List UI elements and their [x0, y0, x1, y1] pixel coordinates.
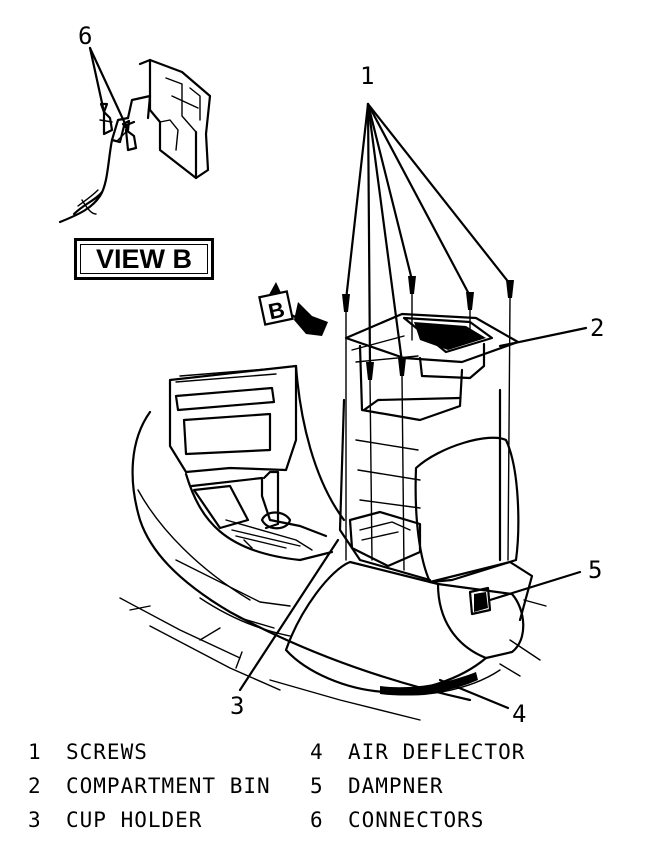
callout-6: 6 [78, 22, 92, 50]
console-body [119, 312, 547, 721]
view-b-label: VIEW B [74, 238, 214, 280]
callout-3: 3 [230, 692, 244, 720]
legend-item-4: 4 AIR DEFLECTOR [310, 740, 525, 764]
parts-legend: 1 SCREWS 2 COMPARTMENT BIN 3 CUP HOLDER 4 AI… [28, 740, 648, 840]
view-b-inset [58, 46, 212, 224]
callout-1: 1 [360, 62, 374, 90]
legend-item-number: 4 [310, 740, 324, 764]
legend-item-number: 6 [310, 808, 324, 832]
legend-item-label: CUP HOLDER [66, 808, 203, 832]
view-b-label-inner-frame [80, 244, 208, 274]
legend-item-number: 5 [310, 774, 324, 798]
view-b-marker-letter: B [266, 297, 287, 325]
legend-item-label: CONNECTORS [348, 808, 485, 832]
callout-2: 2 [590, 314, 604, 342]
legend-item-number: 2 [28, 774, 42, 798]
callout-5: 5 [588, 556, 602, 584]
legend-item-label: AIR DEFLECTOR [348, 740, 526, 764]
leader-lines [238, 102, 588, 710]
callout-4: 4 [512, 700, 526, 728]
legend-item-2: 2 COMPARTMENT BIN [28, 774, 271, 798]
legend-item-6: 6 CONNECTORS [310, 808, 484, 832]
legend-item-label: COMPARTMENT BIN [66, 774, 271, 798]
legend-item-number: 1 [28, 740, 42, 764]
legend-item-label: SCREWS [66, 740, 148, 764]
legend-item-1: 1 SCREWS [28, 740, 148, 764]
legend-item-label: DAMPNER [348, 774, 444, 798]
view-b-marker: B [258, 290, 294, 326]
legend-item-number: 3 [28, 808, 42, 832]
legend-item-5: 5 DAMPNER [310, 774, 444, 798]
legend-item-3: 3 CUP HOLDER [28, 808, 202, 832]
view-b-label-text: VIEW B [95, 243, 192, 274]
